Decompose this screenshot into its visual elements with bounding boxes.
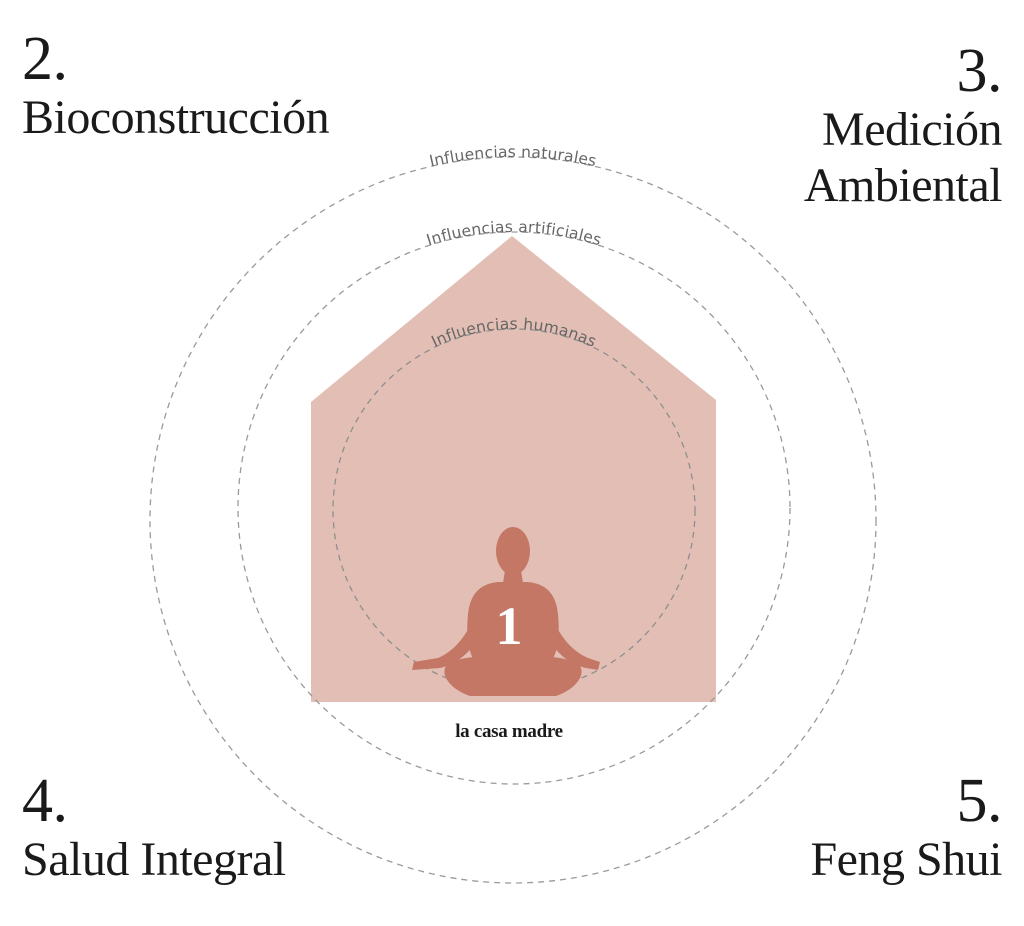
section-title: Salud Integral xyxy=(22,833,286,886)
section-number: 3. xyxy=(956,37,1003,105)
ring-inner xyxy=(332,328,696,692)
section-number: 5. xyxy=(956,767,1003,835)
brand-logo: la casa madre xyxy=(455,721,563,742)
ring-middle xyxy=(237,231,791,785)
section-title-line1: Medición xyxy=(822,103,1002,156)
section-bioconstruccion: 2. Bioconstrucción xyxy=(22,25,330,146)
meditating-figure-icon xyxy=(412,527,600,696)
section-medicion-ambiental: 3. Medición Ambiental xyxy=(803,37,1003,214)
section-title: Bioconstrucción xyxy=(22,91,330,144)
ring-label-naturales: Influencias naturales xyxy=(428,143,599,170)
section-salud-integral: 4. Salud Integral xyxy=(22,770,286,888)
section-number: 2. xyxy=(22,25,68,93)
section-title-line2: Ambiental xyxy=(803,159,1003,212)
house-shape xyxy=(311,236,716,702)
ring-outer xyxy=(149,156,877,884)
section-feng-shui: 5. Feng Shui xyxy=(810,770,1002,888)
section-number: 4. xyxy=(22,767,68,835)
center-number: 1 xyxy=(496,596,523,656)
section-title: Feng Shui xyxy=(810,833,1002,886)
